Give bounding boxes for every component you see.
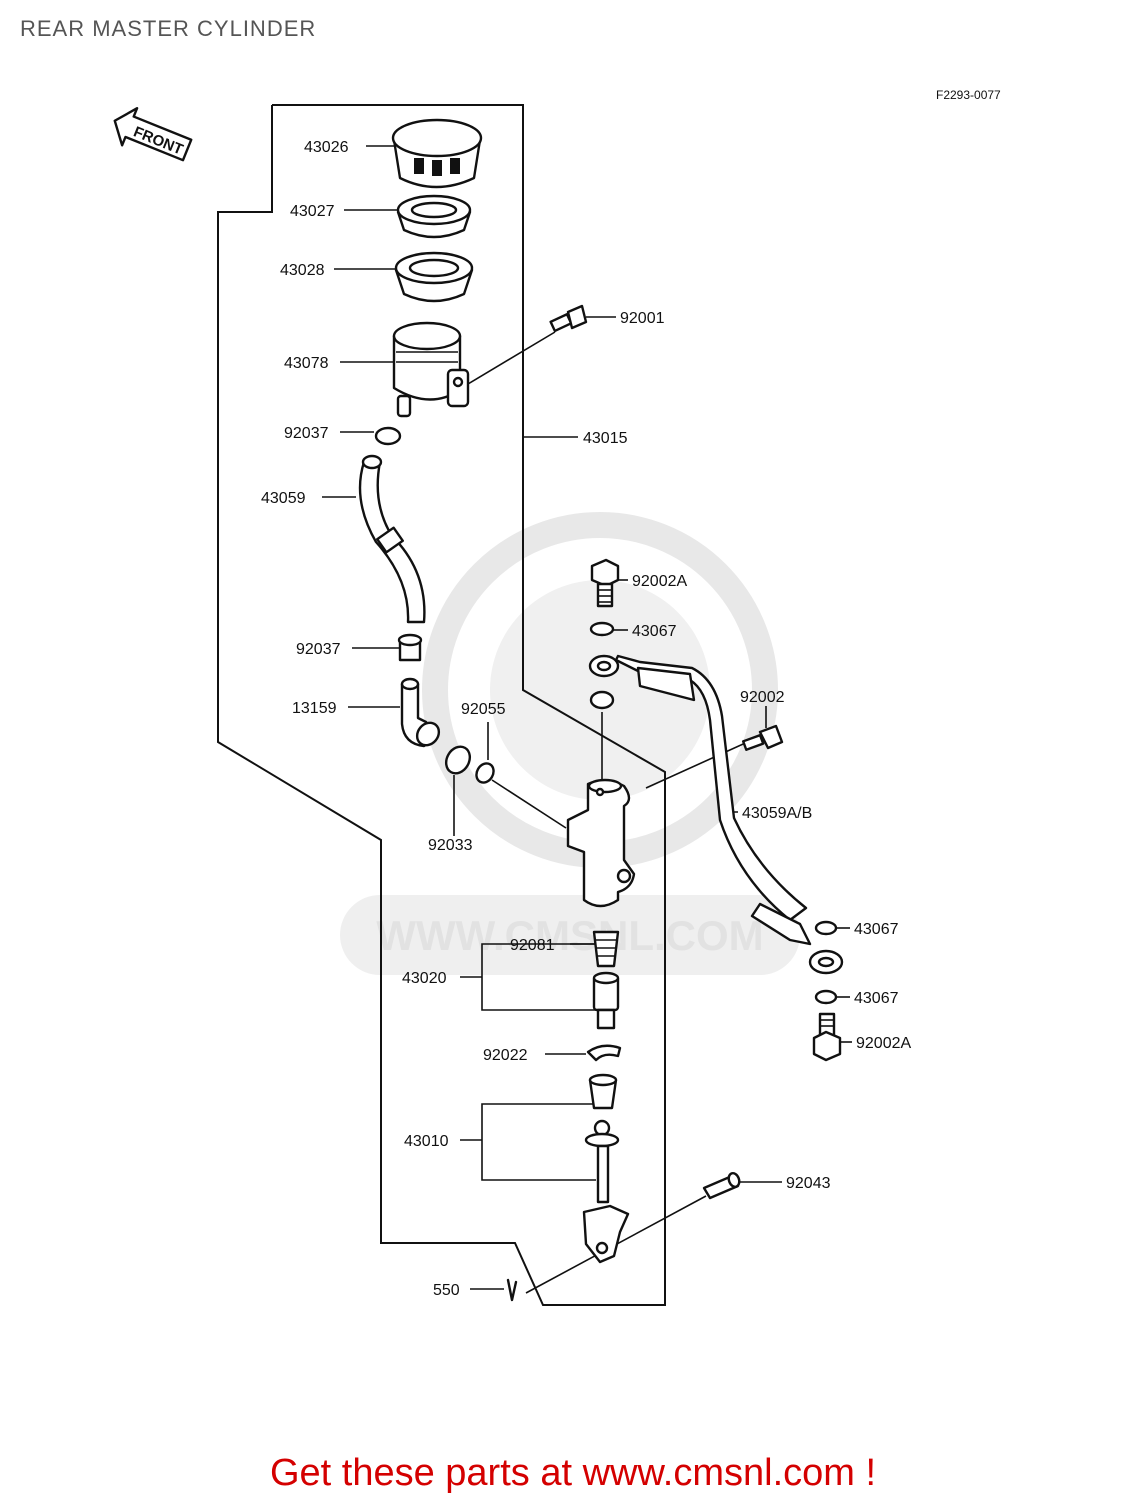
- page-title: REAR MASTER CYLINDER: [20, 16, 317, 41]
- washer-right-upper: [814, 920, 838, 936]
- brake-hose: [588, 654, 844, 975]
- reservoir-bolt: [549, 304, 588, 333]
- reservoir-hose: [358, 454, 426, 624]
- bolt-92002: [741, 724, 784, 751]
- clevis-pin: [702, 1172, 741, 1200]
- circlip-92022: [586, 1044, 622, 1062]
- watermark-text: WWW.CMSNL.COM: [376, 912, 763, 959]
- washer-right-lower: [814, 989, 838, 1005]
- piston-spring: [592, 930, 620, 968]
- assembly-frame: [217, 104, 666, 1306]
- parts-diagram: WWW.CMSNL.COM F2293-0077 FRONT: [113, 88, 1001, 1306]
- diaphragm-plate: [396, 194, 472, 239]
- part-labels: 43026 43027 43028 92001 43078 92037 4301…: [261, 139, 911, 1299]
- label-92002: 92002: [740, 689, 785, 706]
- label-92002a-lower: 92002A: [856, 1035, 911, 1052]
- reservoir-cap: [391, 118, 483, 189]
- label-43067-mid: 43067: [854, 921, 899, 938]
- label-43027: 43027: [290, 203, 335, 220]
- leader-lines: [322, 145, 852, 1294]
- label-43026: 43026: [304, 139, 349, 156]
- pushrod-assembly: [582, 1073, 630, 1264]
- piston-43020: [592, 971, 620, 1030]
- label-43059: 43059: [261, 490, 306, 507]
- label-92037-upper: 92037: [284, 425, 329, 442]
- footer-link[interactable]: Get these parts at www.cmsnl.com !: [269, 1452, 877, 1494]
- diaphragm: [394, 251, 474, 303]
- washer-mid: [589, 690, 615, 710]
- label-43015: 43015: [583, 430, 628, 447]
- label-92043: 92043: [786, 1175, 831, 1192]
- washer-upper: [589, 621, 615, 637]
- drawing-code: F2293-0077: [936, 88, 1001, 102]
- circlip-92033: [444, 745, 472, 775]
- label-92001: 92001: [620, 310, 665, 327]
- label-43067-lower: 43067: [854, 990, 899, 1007]
- master-cylinder-body: [566, 778, 636, 908]
- label-43059ab: 43059A/B: [742, 805, 812, 822]
- hose-clamp-upper: [374, 426, 402, 446]
- label-92081: 92081: [510, 937, 555, 954]
- label-92033: 92033: [428, 837, 473, 854]
- label-43010: 43010: [404, 1133, 449, 1150]
- reservoir-tank: [392, 321, 470, 418]
- cotter-pin: [506, 1278, 518, 1302]
- label-92002a-upper: 92002A: [632, 573, 687, 590]
- hose-clamp-lower: [397, 633, 423, 662]
- label-92022: 92022: [483, 1047, 528, 1064]
- banjo-bolt-lower: [812, 1012, 842, 1062]
- front-arrow: FRONT: [113, 107, 193, 162]
- label-43067-upper: 43067: [632, 623, 677, 640]
- label-550: 550: [433, 1282, 460, 1299]
- label-92037-lower: 92037: [296, 641, 341, 658]
- banjo-bolt-upper: [590, 558, 620, 608]
- label-43078: 43078: [284, 355, 329, 372]
- hose-elbow-fitting: [400, 677, 441, 748]
- label-43020: 43020: [402, 970, 447, 987]
- label-92055: 92055: [461, 701, 506, 718]
- label-13159: 13159: [292, 700, 337, 717]
- o-ring-92055: [475, 762, 495, 784]
- label-43028: 43028: [280, 262, 325, 279]
